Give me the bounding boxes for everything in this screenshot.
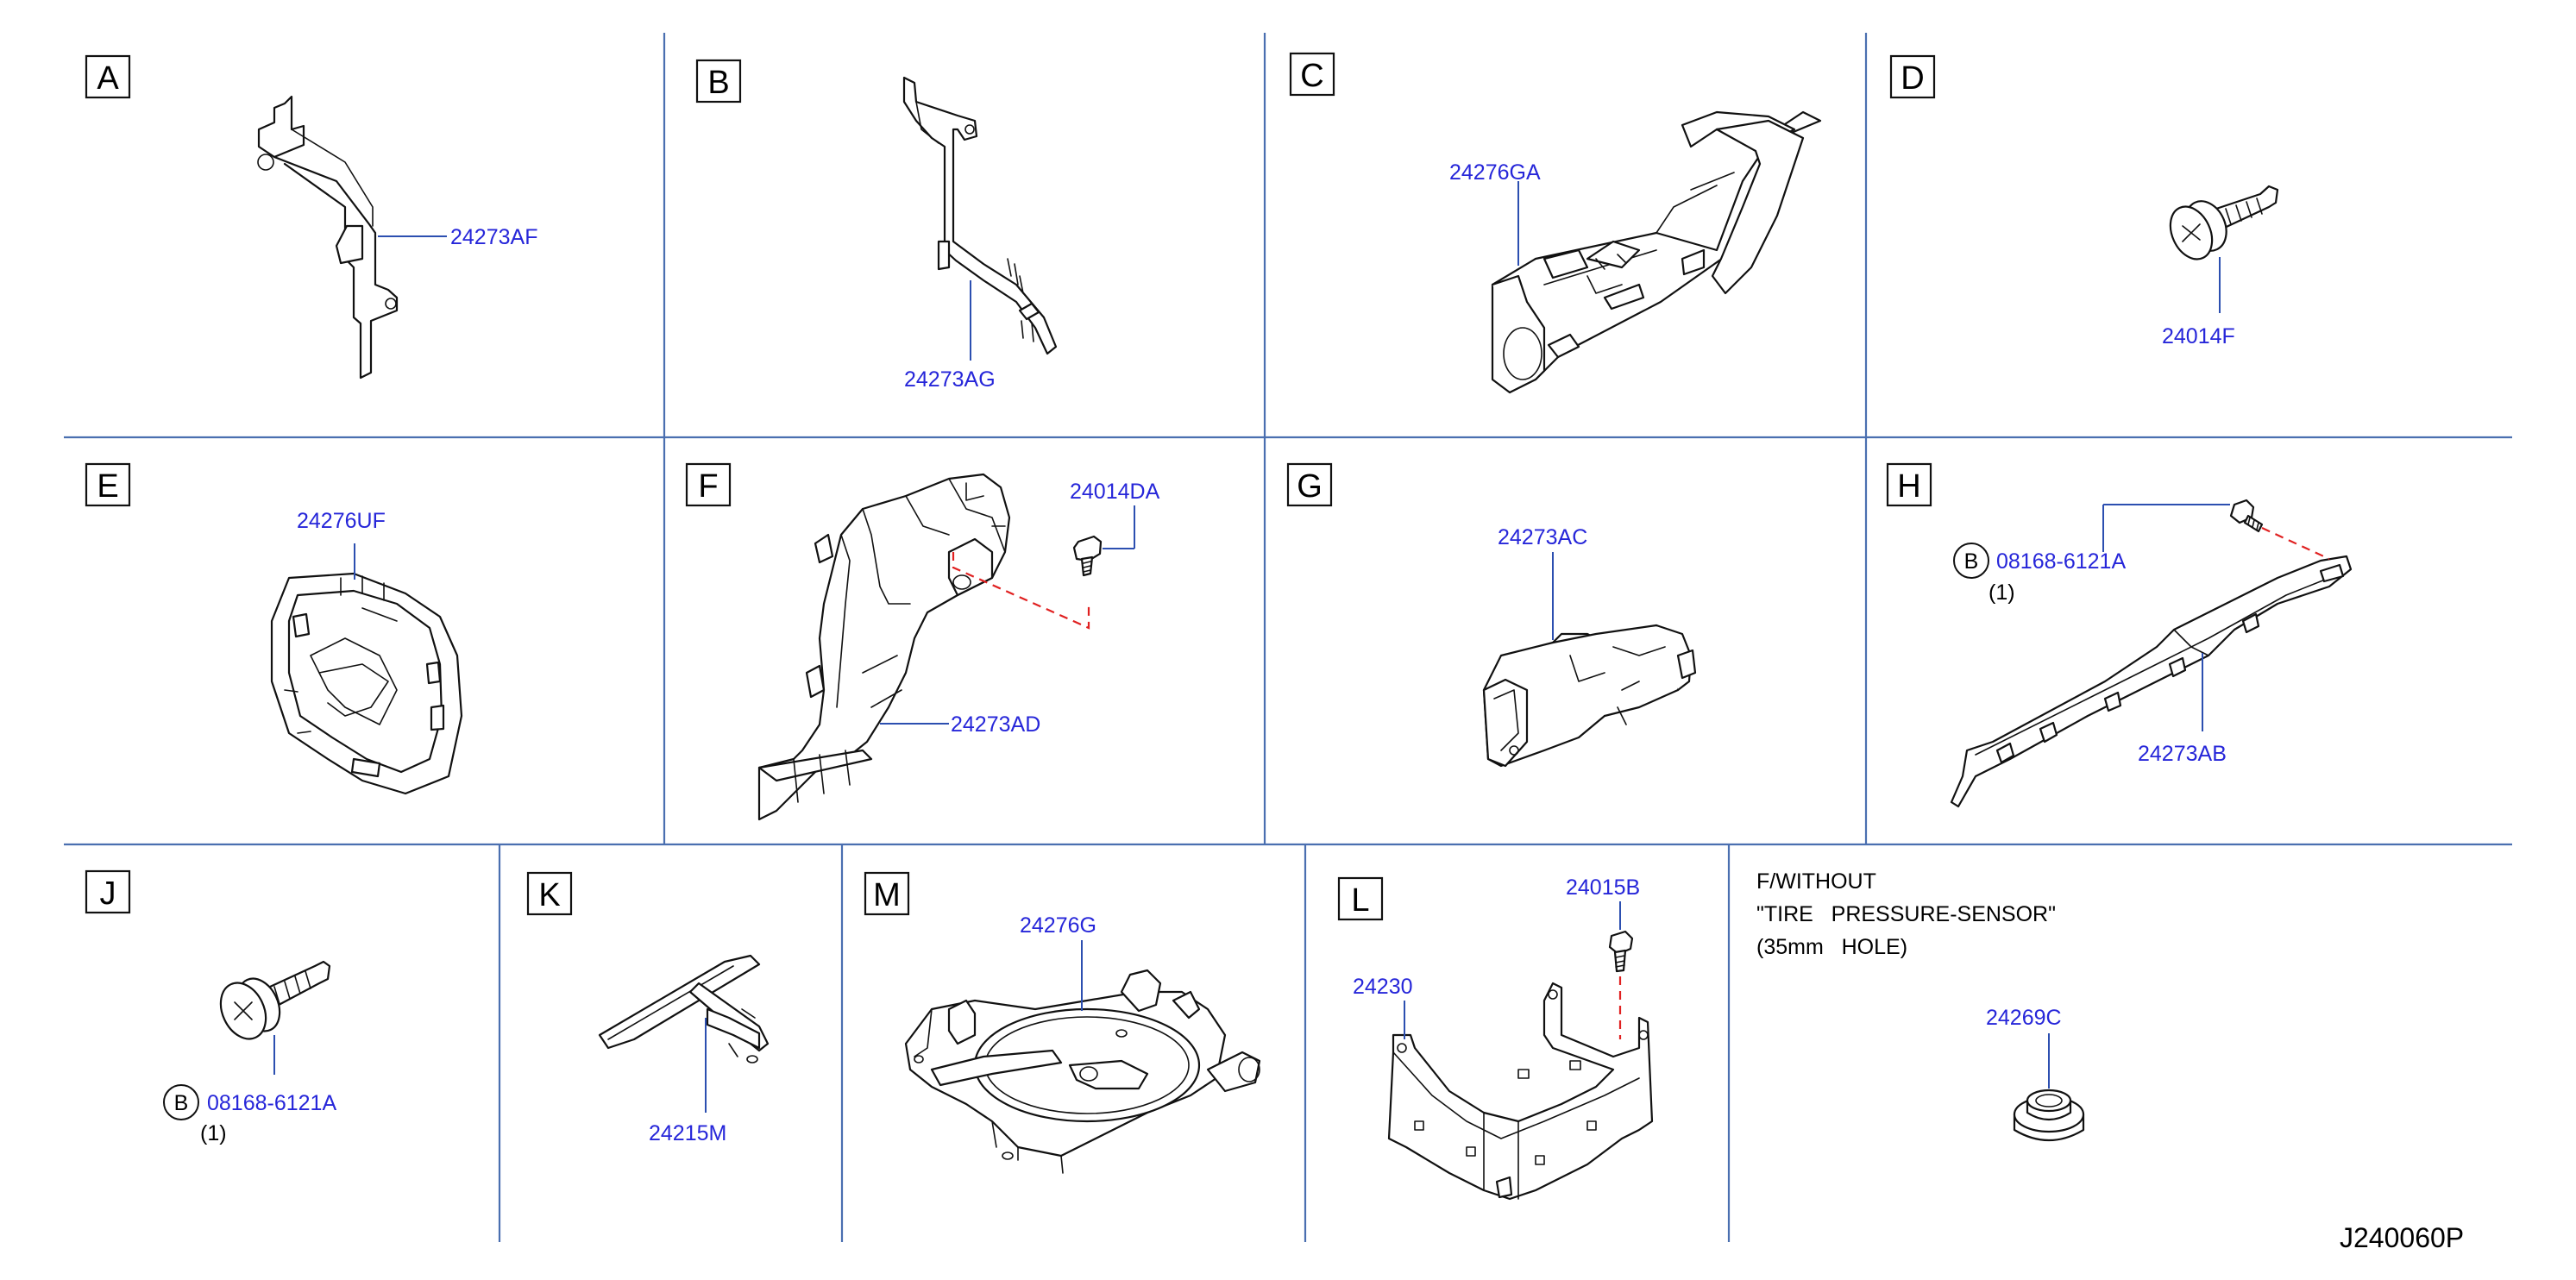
panel-label-box xyxy=(864,871,910,916)
part-number[interactable]: 24273AD xyxy=(951,712,1040,737)
part-number[interactable]: 24273AG xyxy=(904,367,996,392)
bracket-24273ac-drawing xyxy=(1482,624,1697,768)
bolt-symbol: B xyxy=(1964,549,1979,574)
panel-note: F/WITHOUT "TIRE PRESSURE-SENSOR" (35mm H… xyxy=(1756,869,2085,1142)
panel-label-box xyxy=(1289,52,1335,97)
part-number[interactable]: 24273AC xyxy=(1498,525,1587,549)
bracket-24230-drawing xyxy=(1387,982,1654,1201)
part-number-bolt[interactable]: 24015B xyxy=(1566,875,1640,900)
part-number[interactable]: 24276G xyxy=(1020,913,1096,938)
panel-label-box xyxy=(526,871,573,916)
panel-d: D 24014F xyxy=(1889,54,2279,348)
part-number[interactable]: 24215M xyxy=(649,1121,726,1145)
part-number[interactable]: 24230 xyxy=(1353,975,1413,999)
duct-24273ad-drawing xyxy=(757,473,1011,821)
panel-letter: C xyxy=(1300,58,1323,94)
bolt-24014da-drawing xyxy=(1072,535,1103,577)
panel-label-box xyxy=(85,462,131,507)
panel-label-box xyxy=(85,54,131,99)
panel-g: G 24273AC xyxy=(1286,462,1697,768)
grid-lines xyxy=(64,33,2512,1242)
bracket-24273ab-drawing xyxy=(1950,555,2353,808)
panel-label-box xyxy=(1337,876,1384,921)
part-number[interactable]: 24273AB xyxy=(2138,742,2227,766)
note-line-2: "TIRE PRESSURE-SENSOR" xyxy=(1756,902,2056,926)
bracket-24273af-drawing xyxy=(257,95,399,380)
note-line-1: F/WITHOUT xyxy=(1756,869,1876,894)
panel-label-box xyxy=(1889,54,1936,99)
panel-letter: A xyxy=(97,60,119,97)
panel-k: K 24215M xyxy=(526,871,770,1145)
bracket-24215m-drawing xyxy=(598,954,770,1064)
dashed-guide-line xyxy=(952,552,1090,630)
panel-l: L 24230 24015B xyxy=(1337,875,1654,1201)
bolt-24015b-drawing xyxy=(1608,930,1634,973)
part-number[interactable]: 24276UF xyxy=(297,509,386,533)
part-number[interactable]: 24014F xyxy=(2162,324,2235,348)
bolt-24014f-drawing xyxy=(2169,185,2279,260)
bolt-08168-6121a-drawing xyxy=(219,960,331,1040)
bolt-symbol-circle xyxy=(1953,543,1989,579)
panel-b: B 24273AG xyxy=(695,59,1058,392)
dashed-guide-line xyxy=(2261,527,2330,560)
part-number[interactable]: 24276GA xyxy=(1449,160,1541,185)
note-line-3: (35mm HOLE) xyxy=(1756,935,1907,959)
panel-label-box xyxy=(1886,462,1932,507)
quantity: (1) xyxy=(200,1121,227,1145)
diagram-reference-code: J240060P xyxy=(2340,1222,2464,1253)
bolt-symbol: B xyxy=(174,1091,189,1115)
panel-letter: F xyxy=(698,468,718,505)
panel-m: M 24276G xyxy=(864,871,1261,1174)
panel-letter: L xyxy=(1351,882,1369,919)
panel-f: F 24273AD 24014DA xyxy=(685,462,1160,821)
panel-c: C 24276GA xyxy=(1289,52,1822,394)
panel-letter: E xyxy=(97,468,118,505)
grommet-24269c-drawing xyxy=(2013,1089,2085,1142)
part-number-bolt[interactable]: 24014DA xyxy=(1070,480,1160,504)
panel-j: J B 08168-6121A (1) xyxy=(85,869,336,1145)
panel-a: A 24273AF xyxy=(85,54,537,380)
panel-label-box xyxy=(85,869,131,914)
panel-label-box xyxy=(695,59,742,104)
part-number-bolt[interactable]: 08168-6121A xyxy=(207,1091,336,1115)
panel-letter: J xyxy=(100,875,116,912)
panel-letter: M xyxy=(873,877,901,913)
panel-e: E 24276UF xyxy=(85,462,463,795)
panel-letter: K xyxy=(538,877,560,913)
box-24276ga-drawing xyxy=(1491,110,1822,394)
bolt-symbol-circle xyxy=(163,1084,199,1120)
panel-letter: H xyxy=(1897,468,1920,505)
part-number[interactable]: 24273AF xyxy=(450,225,537,249)
bracket-24276uf-drawing xyxy=(270,572,463,795)
panel-letter: B xyxy=(707,65,729,101)
part-number[interactable]: 24269C xyxy=(1986,1006,2062,1030)
panel-h: H 24273AB B 08168-6121A (1) xyxy=(1886,462,2353,808)
panel-letter: G xyxy=(1297,468,1323,505)
panel-label-box xyxy=(685,462,732,507)
sensor-holder-24276g-drawing xyxy=(904,969,1261,1174)
panel-label-box xyxy=(1286,462,1333,507)
bolt-08168-6121a-drawing xyxy=(2229,499,2264,533)
bracket-24273ag-drawing xyxy=(902,76,1058,355)
panel-letter: D xyxy=(1901,60,1924,97)
quantity: (1) xyxy=(1989,580,2015,605)
part-number-bolt[interactable]: 08168-6121A xyxy=(1996,549,2126,574)
